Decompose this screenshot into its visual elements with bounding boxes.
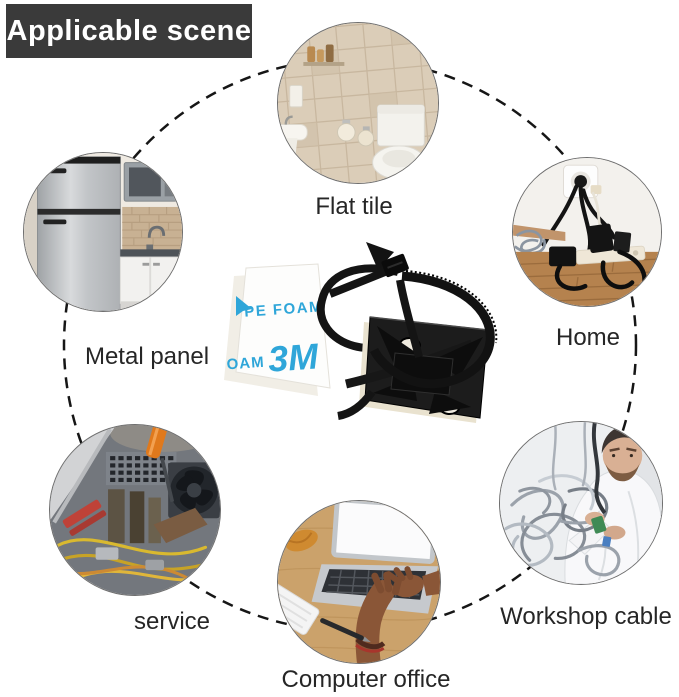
screwdriver [145, 425, 175, 503]
computer-office-photo [278, 501, 440, 663]
scene-label-metal-panel: Metal panel [84, 343, 210, 370]
service-photo [50, 425, 220, 595]
home-photo [513, 158, 661, 306]
wall-outlet [563, 164, 602, 199]
pad-print-3m: 3M [267, 335, 321, 379]
cable-tie [328, 242, 498, 420]
mount-saddle [373, 326, 483, 414]
red-bracket [62, 499, 107, 536]
fridge [37, 156, 121, 311]
scene-circle-computer-office [277, 500, 441, 664]
banner-title: Applicable scene [6, 14, 252, 47]
product-photo: PE FOAM OAM 3M [224, 242, 498, 423]
blue-connector [602, 536, 612, 547]
pad-print-oam: OAM [226, 354, 265, 374]
dark-cable [591, 422, 607, 515]
adhesive-pad: PE FOAM OAM 3M [224, 263, 331, 396]
metal-panel-photo [24, 153, 182, 311]
faucet [146, 225, 166, 251]
green-connector [591, 515, 607, 534]
soap-dispenser [289, 84, 303, 108]
connector [95, 547, 119, 560]
scene-circle-workshop-cable [499, 421, 663, 585]
connector [145, 559, 165, 571]
pad-print-pe-foam: PE FOAM [244, 298, 324, 320]
tie-serration [405, 270, 498, 344]
scene-label-flat-tile: Flat tile [315, 193, 393, 220]
pen [320, 618, 371, 643]
flat-tile-photo [278, 23, 438, 183]
plug-adapters [549, 223, 632, 267]
scene-circle-service [49, 424, 221, 596]
scene-circle-home [512, 157, 662, 307]
table-edge [513, 224, 566, 242]
scene-label-computer-office: Computer office [281, 666, 451, 693]
typing-hands [355, 566, 440, 663]
countertop [120, 249, 182, 258]
tie-tail-tip [366, 242, 394, 270]
cable-tie-mount [344, 316, 489, 423]
croissant [285, 529, 318, 552]
workshop-cable-photo [500, 422, 662, 584]
scene-label-home: Home [555, 324, 621, 351]
pad-logo-mark [236, 296, 252, 316]
case-fan [168, 462, 220, 519]
banner: Applicable scene [6, 4, 252, 58]
scene-circle-metal-panel [23, 152, 183, 312]
scene-circle-flat-tile [277, 22, 439, 184]
expansion-cards [108, 489, 208, 544]
toilet-paper-holders [337, 119, 375, 147]
scene-label-workshop-cable: Workshop cable [500, 603, 672, 630]
scene-label-service: service [133, 608, 211, 635]
shelf-bottles [303, 44, 345, 66]
